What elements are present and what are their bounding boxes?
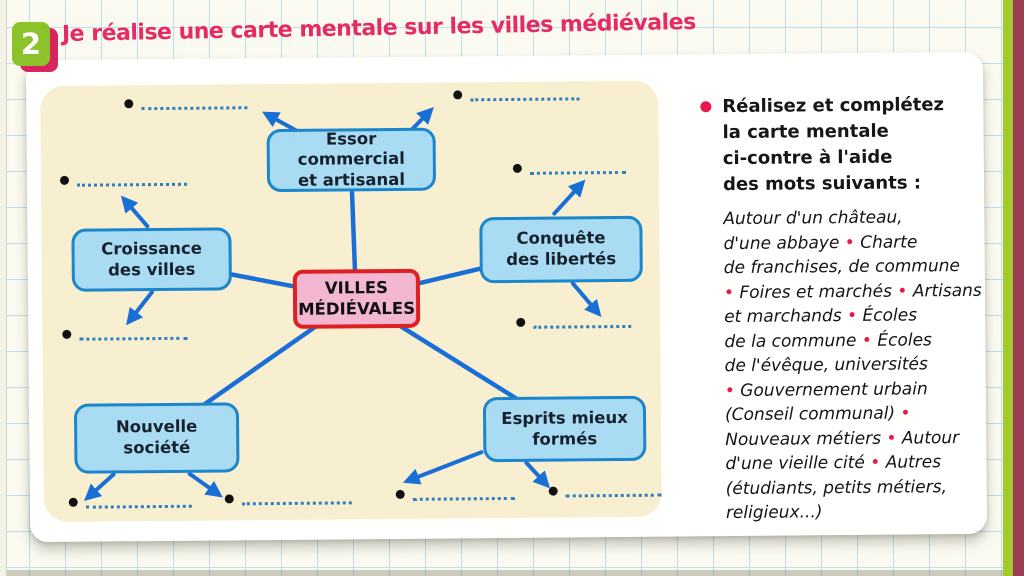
- blank-line: [59, 175, 188, 187]
- blank-line: [124, 98, 248, 111]
- blank-line: [453, 89, 580, 102]
- mindmap-panel: Essor commercial et artisanal Croissance…: [40, 80, 662, 523]
- instructions-block: Réalisez et complétez la carte mentale c…: [700, 92, 984, 526]
- blank-line: [516, 317, 632, 329]
- book-spine-green: [1003, 0, 1013, 576]
- blank-bullet: [59, 175, 70, 185]
- instruction-bullet: [700, 101, 712, 113]
- blank-bullet: [453, 90, 463, 100]
- blank-line: [395, 489, 515, 501]
- blank-bullet: [516, 317, 526, 327]
- worksheet-card: Essor commercial et artisanal Croissance…: [25, 51, 988, 543]
- node-conquete-des-libertes: Conquête des libertés: [479, 215, 643, 284]
- blank-bullet: [62, 329, 72, 339]
- blank-line: [68, 497, 192, 509]
- blank-line: [224, 493, 352, 506]
- blank-line: [512, 163, 626, 175]
- page-bottom-shadow: [0, 570, 1024, 576]
- blank-bullet: [124, 99, 134, 109]
- center-node-villes-medievales: VILLES MÉDIÉVALES: [292, 268, 421, 329]
- node-esprits-mieux-formes: Esprits mieux formés: [482, 395, 647, 463]
- node-nouvelle-societe: Nouvelle société: [73, 402, 240, 474]
- blank-bullet: [68, 497, 78, 507]
- book-spine-maroon: [1013, 0, 1024, 576]
- blank-bullet: [395, 489, 405, 499]
- node-essor-commercial: Essor commercial et artisanal: [266, 127, 437, 193]
- page-left-edge: [0, 0, 7, 576]
- blank-bullet: [224, 494, 234, 504]
- exercise-number: 2: [12, 22, 50, 66]
- exercise-number-badge: 2: [12, 22, 60, 72]
- node-croissance-des-villes: Croissance des villes: [71, 227, 232, 292]
- blank-bullet: [512, 163, 522, 173]
- page-title: Je réalise une carte mentale sur les vil…: [61, 9, 696, 47]
- instruction-text: Réalisez et complétez la carte mentale c…: [722, 94, 945, 196]
- blank-line: [62, 329, 188, 341]
- word-bank: Autour d'un château, d'une abbaye • Char…: [723, 207, 982, 524]
- blank-line: [548, 486, 662, 498]
- blank-bullet: [548, 486, 558, 496]
